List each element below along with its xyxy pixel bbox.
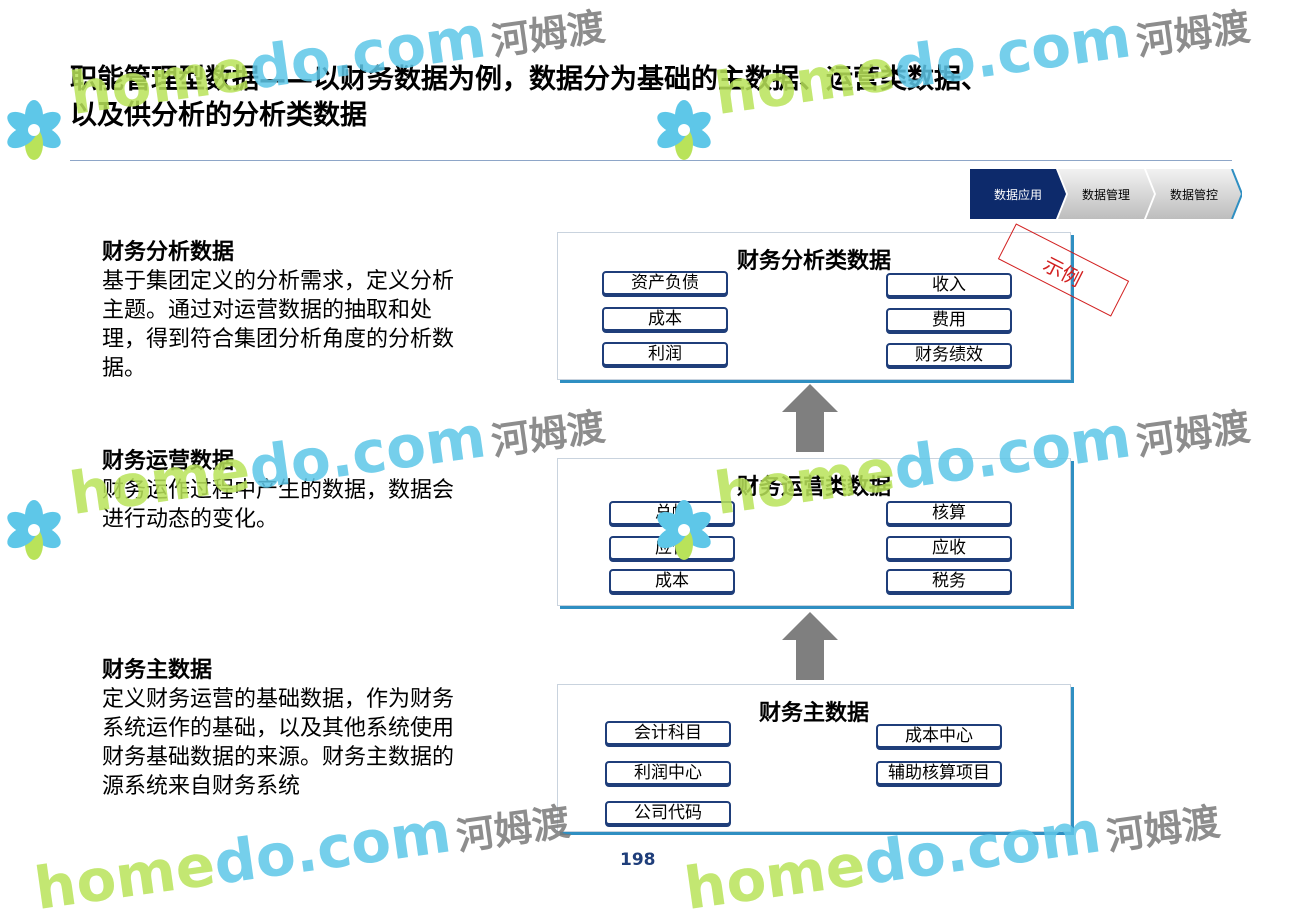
tag-profit-center: 利润中心 (605, 761, 731, 785)
panel-analysis-data: 财务分析类数据 资产负债 收入 成本 费用 利润 财务绩效 (557, 232, 1071, 380)
tag-cost-center: 成本中心 (876, 724, 1002, 748)
watermark-flower-icon (7, 500, 61, 560)
description-heading: 财务运营数据 (102, 449, 235, 474)
chevron-shape (970, 169, 1066, 219)
tag-accounting: 核算 (886, 501, 1012, 525)
arrow-up-icon (782, 384, 838, 452)
panel-operation-data: 财务运营类数据 总帐 核算 应付 应收 成本 税务 (557, 458, 1071, 606)
tag-tax: 税务 (886, 569, 1012, 593)
tag-receivables: 应收 (886, 536, 1012, 560)
page-number: 198 (620, 850, 656, 870)
tag-payables: 应付 (609, 536, 735, 560)
description-operation: 财务运营数据 财务运作过程中产生的数据，数据会进行动态的变化。 (102, 447, 462, 534)
breadcrumb-label: 数据应用 (993, 187, 1042, 202)
description-heading: 财务主数据 (102, 658, 213, 683)
tag-financial-performance: 财务绩效 (886, 343, 1012, 367)
description-analysis: 财务分析数据 基于集团定义的分析需求，定义分析主题。通过对运营数据的抽取和处理，… (102, 238, 462, 383)
breadcrumb-item-data-application[interactable]: 数据应用 (970, 169, 1066, 219)
tag-company-code: 公司代码 (605, 801, 731, 825)
description-heading: 财务分析数据 (102, 240, 235, 265)
tag-revenue: 收入 (886, 273, 1012, 297)
breadcrumb: 数据应用 数据管理 数据管控 (970, 169, 1242, 219)
breadcrumb-label: 数据管理 (1081, 187, 1130, 202)
tag-expense: 费用 (886, 308, 1012, 332)
tag-assets-liabilities: 资产负债 (602, 271, 728, 295)
tag-profit: 利润 (602, 342, 728, 366)
description-text: 基于集团定义的分析需求，定义分析主题。通过对运营数据的抽取和处理，得到符合集团分… (102, 269, 455, 381)
panel-title: 财务主数据 (758, 701, 869, 726)
breadcrumb-item-data-management[interactable]: 数据管理 (1058, 169, 1154, 219)
panel-title: 财务分析类数据 (736, 249, 891, 274)
title-divider (70, 160, 1232, 161)
description-text: 定义财务运营的基础数据，作为财务系统运作的基础，以及其他系统使用财务基础数据的来… (102, 687, 455, 799)
watermark-text: homedo.com 河姆渡 (30, 797, 573, 923)
chevron-shape (1058, 169, 1154, 219)
description-text: 财务运作过程中产生的数据，数据会进行动态的变化。 (102, 478, 455, 532)
tag-general-ledger: 总帐 (609, 501, 735, 525)
panel-title: 财务运营类数据 (736, 475, 891, 500)
watermark-flower-icon (7, 100, 61, 160)
tag-auxiliary-accounting-item: 辅助核算项目 (876, 761, 1002, 785)
tag-cost: 成本 (609, 569, 735, 593)
chevron-shape (1146, 169, 1242, 219)
description-master: 财务主数据 定义财务运营的基础数据，作为财务系统运作的基础，以及其他系统使用财务… (102, 656, 462, 801)
tag-cost: 成本 (602, 307, 728, 331)
page-title: 职能管理型数据——以财务数据为例，数据分为基础的主数据、运营类数据、以及供分析的… (70, 64, 988, 131)
arrow-up-icon (782, 612, 838, 680)
breadcrumb-label: 数据管控 (1169, 187, 1218, 202)
breadcrumb-item-data-governance[interactable]: 数据管控 (1146, 169, 1242, 219)
panel-master-data: 财务主数据 会计科目 成本中心 利润中心 辅助核算项目 公司代码 (557, 684, 1071, 832)
tag-chart-of-accounts: 会计科目 (605, 721, 731, 745)
